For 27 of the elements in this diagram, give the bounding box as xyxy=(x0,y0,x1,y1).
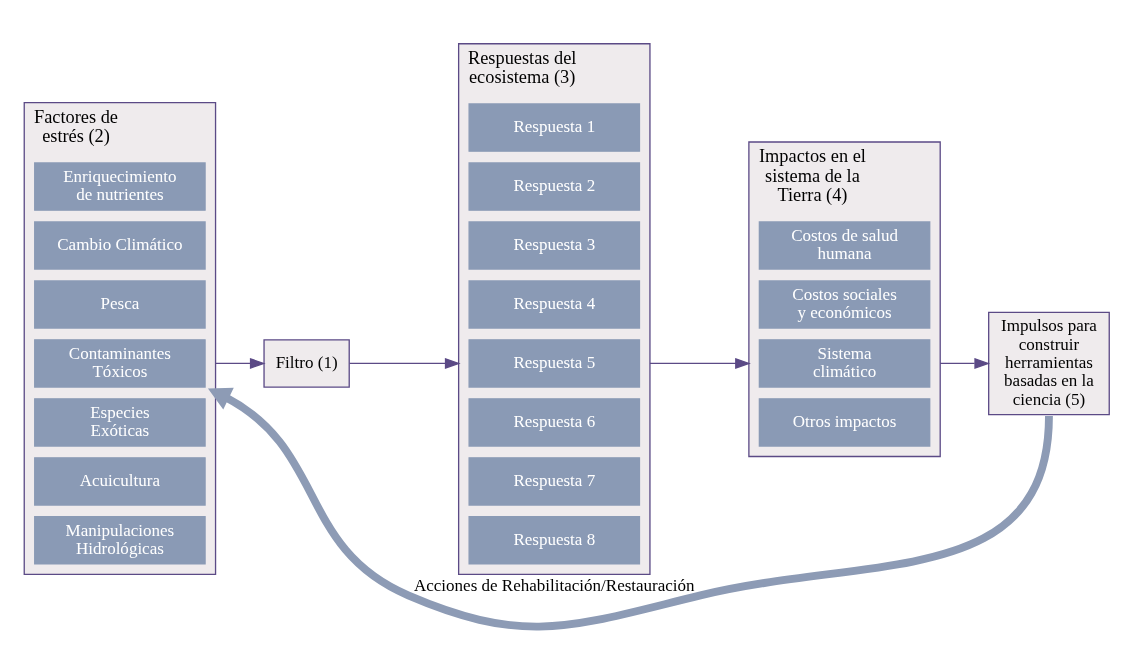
node-box: Cambio Climático xyxy=(34,220,206,270)
node-box: Respuesta 1 xyxy=(468,102,641,152)
node-box: Respuesta 2 xyxy=(468,161,641,211)
node-box: Respuesta 8 xyxy=(468,515,641,565)
node-box: Especies Exóticas xyxy=(34,397,206,447)
node-box: Impulsos para construir herramientas basadas en la ciencia (5) xyxy=(988,311,1110,415)
node-box: Manipulaciones Hidrológicas xyxy=(34,515,206,565)
arrow xyxy=(214,357,266,369)
node-box: Respuesta 3 xyxy=(468,220,641,270)
arrow xyxy=(207,387,1053,630)
node-box: Contaminantes Tóxicos xyxy=(34,338,206,388)
edge-label: Acciones de Rehabilitación/Restauración xyxy=(413,575,695,595)
node-box: Pesca xyxy=(34,279,206,329)
node-box: Sistema climático xyxy=(758,338,931,388)
node-box: Respuesta 4 xyxy=(468,279,641,329)
arrow xyxy=(348,357,461,369)
node-box: Acuicultura xyxy=(34,456,206,506)
node-box: Otros impactos xyxy=(758,397,931,447)
node-box: Enriquecimiento de nutrientes xyxy=(34,161,206,211)
node-box: Costos sociales y económicos xyxy=(758,279,931,329)
node-box: Filtro (1) xyxy=(263,338,350,388)
arrow xyxy=(939,357,991,369)
node-box: Respuesta 5 xyxy=(468,338,641,388)
node-box: Respuesta 7 xyxy=(468,456,641,506)
node-box: Costos de salud humana xyxy=(758,220,931,270)
arrow xyxy=(649,357,751,369)
node-box: Respuesta 6 xyxy=(468,397,641,447)
